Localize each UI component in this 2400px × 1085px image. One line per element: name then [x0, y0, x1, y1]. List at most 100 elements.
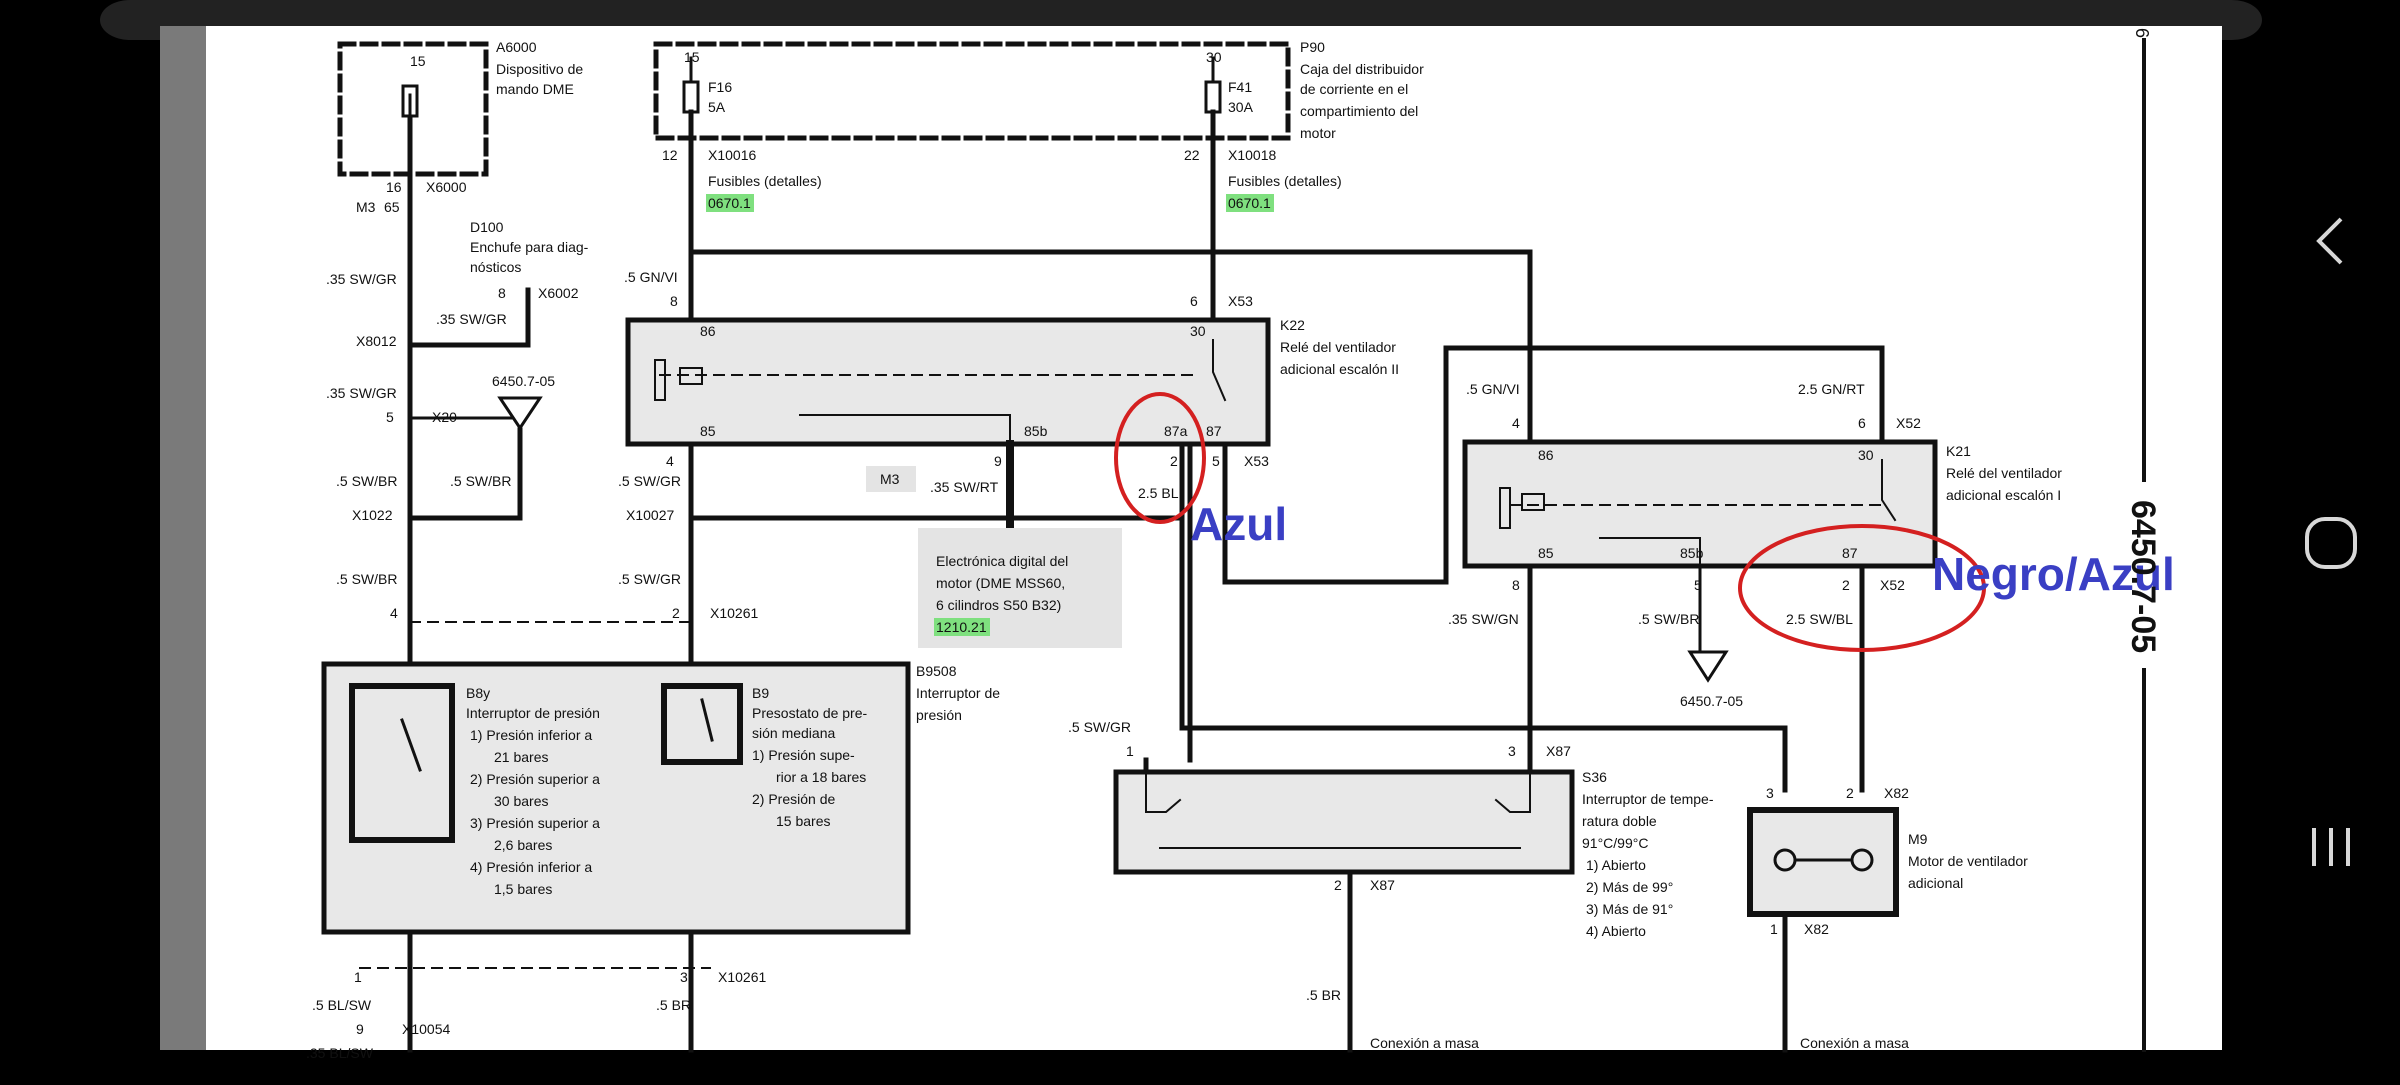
m9-line2: adicional: [1908, 875, 1963, 891]
x6000-label: X6000: [426, 179, 467, 195]
wire-label-sw-br-3: .5 SW/BR: [336, 571, 397, 587]
s36-line3: 91°C/99°C: [1582, 835, 1648, 851]
b9508-line1: Interruptor de: [916, 685, 1000, 701]
x10054-label: X10054: [402, 1021, 450, 1037]
wire-tag-65: 65: [384, 199, 400, 215]
x10261-label-top: X10261: [710, 605, 758, 621]
pin-4-left: 4: [390, 605, 398, 621]
d100-line2: nósticos: [470, 259, 521, 275]
pin-2-x52: 2: [1842, 577, 1850, 593]
b8y-title: Interruptor de presión: [466, 705, 600, 721]
wire-label-sw-gr-3: .35 SW/GR: [326, 385, 397, 401]
ground-ref-right: 6450.7-05: [1680, 693, 1743, 709]
wire-label-sw-br-4: .5 SW/BR: [1638, 611, 1699, 627]
s36-line1: Interruptor de tempe-: [1582, 791, 1714, 807]
recents-icon: [2312, 828, 2350, 866]
pin-5-k21: 5: [1694, 577, 1702, 593]
a6000-box: [337, 41, 489, 177]
m9-id: M9: [1908, 831, 1928, 847]
s36-line2: ratura doble: [1582, 813, 1657, 829]
b8y-id: B8y: [466, 685, 490, 701]
a6000-id: A6000: [496, 39, 537, 55]
wire-label-sw-br-1: .5 SW/BR: [336, 473, 397, 489]
pin-1-bottom: 1: [354, 969, 362, 985]
ground-ref-triangle-left: [497, 396, 543, 431]
pin-6-x53: 6: [1190, 293, 1198, 309]
wire-label-sw-gr-1: .35 SW/GR: [326, 271, 397, 287]
p90-id: P90: [1300, 39, 1325, 55]
k22-pin-30: 30: [1190, 323, 1206, 339]
b8y-switch-box: [349, 683, 455, 843]
x52-top-label: X52: [1896, 415, 1921, 431]
p90-line1: Caja del distribuidor: [1300, 61, 1424, 77]
pin-5-k22: 5: [1212, 453, 1220, 469]
f41-pin-bottom: 22: [1184, 147, 1200, 163]
pin-4-k21: 4: [1512, 415, 1520, 431]
p90-box: [653, 41, 1291, 141]
k22-pin-86: 86: [700, 323, 716, 339]
x20-label: X20: [432, 409, 457, 425]
wire-label-sw-br-2: .5 SW/BR: [450, 473, 511, 489]
pin-1-s36: 1: [1126, 743, 1134, 759]
pin-8-k22: 8: [670, 293, 678, 309]
b8y-item-6: 4) Presión inferior a: [470, 859, 592, 875]
k21-pin-30: 30: [1858, 447, 1874, 463]
pin-8-k21: 8: [1512, 577, 1520, 593]
x10018-label: X10018: [1228, 147, 1276, 163]
wire-label-bl-sw: .5 BL/SW: [312, 997, 372, 1013]
x10016-label: X10016: [708, 147, 756, 163]
x53-bottom-label: X53: [1244, 453, 1269, 469]
x6002-label: X6002: [538, 285, 579, 301]
p90-line3: compartimiento del: [1300, 103, 1418, 119]
wire-label-bl: 2.5 BL: [1138, 485, 1179, 501]
a6000-pin-top: 15: [410, 53, 426, 69]
k22-id: K22: [1280, 317, 1305, 333]
k21-line2: adicional escalón I: [1946, 487, 2061, 503]
f16-id: F16: [708, 79, 732, 95]
b8y-item-0: 1) Presión inferior a: [470, 727, 592, 743]
ground-ref-triangle-right: [1687, 650, 1729, 683]
f41-id: F41: [1228, 79, 1252, 95]
x52-bottom-label: X52: [1880, 577, 1905, 593]
pin-1-x82: 1: [1770, 921, 1778, 937]
wire-label-sw-bl: 2.5 SW/BL: [1786, 611, 1853, 627]
d100-pin: 8: [498, 285, 506, 301]
pin-5-x20: 5: [386, 409, 394, 425]
m9-line1: Motor de ventilador: [1908, 853, 2028, 869]
pin-2-x82: 2: [1846, 785, 1854, 801]
b8y-item-5: 2,6 bares: [494, 837, 552, 853]
pin-2-k22: 2: [1170, 453, 1178, 469]
wiring-diagram: A6000 Dispositivo de mando DME 15 16 X60…: [100, 0, 2262, 1061]
x1022-label: X1022: [352, 507, 393, 523]
dme-line2: motor (DME MSS60,: [936, 575, 1065, 591]
f16-pin-top: 15: [684, 49, 700, 65]
k22-pin-87a: 87a: [1164, 423, 1188, 439]
s36-box: [1113, 769, 1575, 875]
k22-pin-85b: 85b: [1024, 423, 1048, 439]
wire-label-br: .5 BR: [1306, 987, 1341, 1003]
pin-6-x52: 6: [1858, 415, 1866, 431]
b9-line2: sión mediana: [752, 725, 835, 741]
wire-label-sw-gn: .35 SW/GN: [1448, 611, 1519, 627]
pin-3-x87: 3: [1508, 743, 1516, 759]
b9-switch-box: [661, 683, 743, 765]
wire-label-sw-rt: .35 SW/RT: [930, 479, 999, 495]
back-button[interactable]: [2262, 172, 2400, 310]
recents-button[interactable]: [2262, 778, 2400, 916]
dme-line1: Electrónica digital del: [936, 553, 1068, 569]
home-button[interactable]: [2262, 474, 2400, 612]
android-nav-bar: [2262, 0, 2400, 1080]
f41-rating: 30A: [1228, 99, 1254, 115]
k21-pin-86: 86: [1538, 447, 1554, 463]
b9-item-2: 2) Presión de: [752, 791, 835, 807]
red-circle-87: [1738, 524, 1986, 652]
dme-ref: 1210.21: [936, 619, 987, 635]
wire-label-gn-rt: 2.5 GN/RT: [1798, 381, 1865, 397]
dme-line3: 6 cilindros S50 B32): [936, 597, 1061, 613]
b8y-item-1: 21 bares: [494, 749, 548, 765]
pin-2-x87: 2: [1334, 877, 1342, 893]
x82-top-label: X82: [1884, 785, 1909, 801]
f41-pin-top: 30: [1206, 49, 1222, 65]
b8y-item-4: 3) Presión superior a: [470, 815, 600, 831]
k21-id: K21: [1946, 443, 1971, 459]
